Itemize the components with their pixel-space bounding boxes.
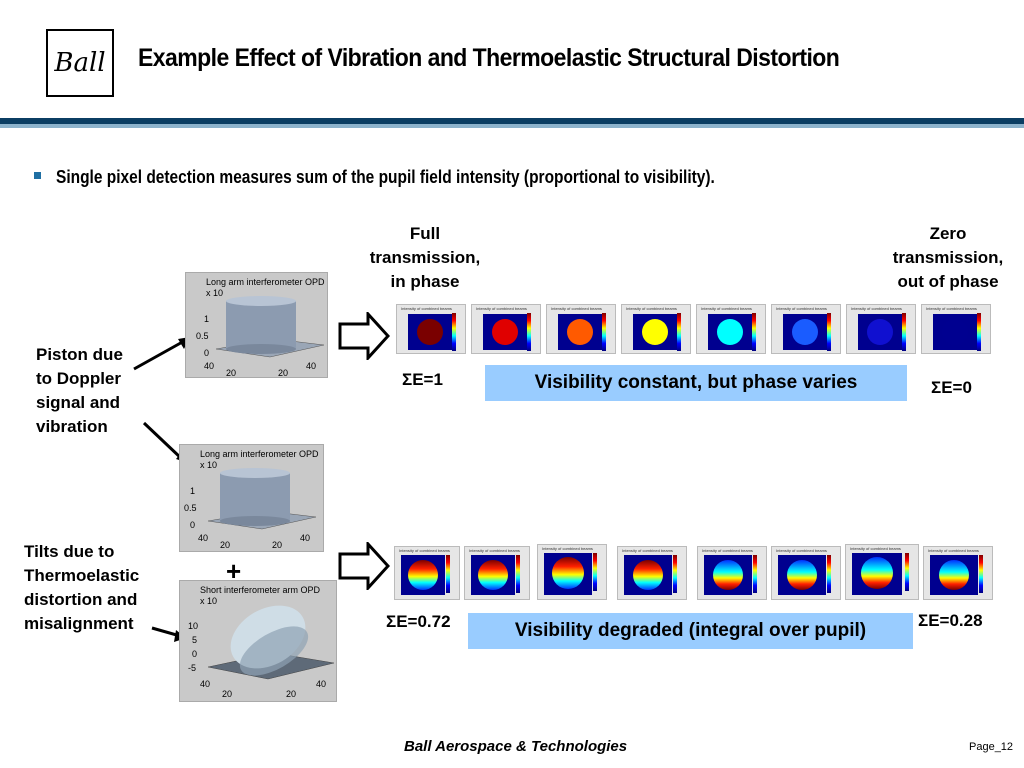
intensity-thumb: Intensity of combined beams: [771, 546, 841, 600]
intensity-thumb: Intensity of combined beams: [471, 304, 541, 354]
full-transmission-label: Full transmission, in phase: [369, 224, 481, 291]
hollow-arrow-bottom: [338, 542, 390, 590]
intensity-disk: [417, 319, 443, 345]
intensity-thumb: Intensity of combined beams: [621, 304, 691, 354]
intensity-disk: [717, 319, 743, 345]
ball-logo: Ball: [46, 29, 114, 97]
intensity-thumb: Intensity of combined beams: [696, 304, 766, 354]
intensity-thumb: Intensity of combined beams: [771, 304, 841, 354]
intensity-disk: [942, 319, 968, 345]
intensity-disk: [792, 319, 818, 345]
header-rule: [0, 118, 1024, 124]
visibility-degraded-callout: Visibility degraded (integral over pupil…: [468, 613, 913, 649]
intensity-thumb: Intensity of combined beams: [921, 304, 991, 354]
slide-title: Example Effect of Vibration and Thermoel…: [138, 44, 840, 72]
intensity-thumb: Intensity of combined beams: [537, 544, 607, 600]
intensity-disk: [492, 319, 518, 345]
bullet-text: Single pixel detection measures sum of t…: [56, 167, 715, 187]
intensity-thumb: Intensity of combined beams: [546, 304, 616, 354]
opd-plot-long-arm-2: Long arm interferometer OPD x 10 1 0.5 0…: [179, 444, 324, 552]
sum-e-degraded-end: ΣE=0.28: [918, 611, 983, 630]
intensity-thumb: Intensity of combined beams: [396, 304, 466, 354]
visibility-constant-callout: Visibility constant, but phase varies: [485, 365, 907, 401]
piston-label: Piston due to Doppler signal and vibrati…: [36, 345, 123, 436]
zero-transmission-label: Zero transmission, out of phase: [892, 224, 1004, 291]
hollow-arrow-top: [338, 312, 390, 360]
sum-e-zero: ΣE=0: [931, 378, 972, 397]
opd-plot-short-arm: Short interferometer arm OPD x 10 10 5 0…: [179, 580, 337, 702]
opd-plot-long-arm-1: Long arm interferometer OPD x 10 1 0.5 0…: [185, 272, 328, 378]
intensity-disk: [567, 319, 593, 345]
intensity-thumb: Intensity of combined beams: [617, 546, 687, 600]
footer-company: Ball Aerospace & Technologies: [404, 738, 628, 755]
bottom-thumbnail-row: Intensity of combined beams Intensity of…: [394, 544, 994, 602]
intensity-thumb: Intensity of combined beams: [846, 304, 916, 354]
intensity-thumb: Intensity of combined beams: [464, 546, 530, 600]
tilts-label: Tilts due to Thermoelastic distortion an…: [24, 542, 140, 633]
intensity-disk: [642, 319, 668, 345]
intensity-disk: [867, 319, 893, 345]
sum-e-degraded-start: ΣE=0.72: [386, 612, 451, 631]
intensity-thumb: Intensity of combined beams: [697, 546, 767, 600]
intensity-thumb: Intensity of combined beams: [845, 544, 919, 600]
bullet-marker: [34, 172, 41, 179]
header-rule-light: [0, 124, 1024, 128]
plus-sign: +: [226, 556, 242, 586]
page-number: Page_12: [969, 741, 1014, 753]
sum-e-full: ΣE=1: [402, 370, 443, 389]
intensity-thumb: Intensity of combined beams: [923, 546, 993, 600]
top-thumbnail-row: Intensity of combined beams Intensity of…: [396, 304, 996, 356]
intensity-thumb: Intensity of combined beams: [394, 546, 460, 600]
